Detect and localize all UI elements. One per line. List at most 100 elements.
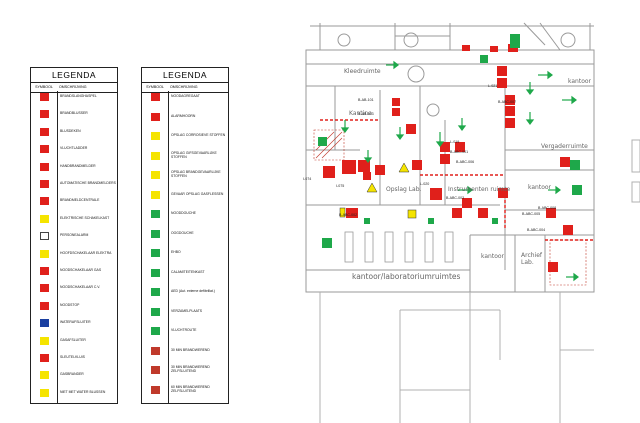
legend-row: HOOFDSCHAKELAAR ELEKTRA [31, 249, 117, 259]
equipment-tag: I-074 [303, 177, 312, 181]
legend-description: NOODDOUCHE [171, 211, 196, 216]
legend-symbol [35, 266, 53, 276]
legend-symbol [146, 170, 164, 180]
legend-row: NOODSCHAKELAAR C.V. [31, 283, 117, 293]
fire-panel-icon [39, 197, 49, 206]
column-description: OMSCHRIJVING [59, 85, 87, 89]
assembly-point-icon [150, 307, 160, 316]
legend-symbol [146, 151, 164, 161]
equipment-tag: B-ABC-005 [522, 212, 541, 216]
column-symbol: SYMBOOL [146, 85, 164, 89]
legend-row: OPSLAG BRANDGEVAARLIJKE STOFFEN [142, 170, 228, 180]
legend-title: LEGENDA [142, 68, 228, 83]
legend-row: GEVAAR OPSLAG GASFLESSEN [142, 190, 228, 200]
legend-symbol [35, 318, 53, 328]
legend-column-divider [168, 91, 169, 403]
legend-symbol [35, 144, 53, 154]
legend-row: 60 MIN BRANDWEREND ZELFSLUITEND [142, 385, 228, 395]
equipment-tag: B-ABC-001 [450, 150, 469, 154]
legend-description: NOODAGREGAAT [171, 94, 200, 99]
heating-emergency-switch-icon [39, 284, 49, 293]
room-label: Opslag Lab. [386, 186, 422, 193]
legend-symbol [146, 112, 164, 122]
legend-row: BRANDBLUSSER [31, 109, 117, 119]
legend-row: EHBO [142, 248, 228, 258]
personal-alarm-icon [39, 232, 49, 241]
round-tables [337, 32, 576, 117]
no-water-icon [39, 388, 49, 397]
legend-row: 30 MIN BRANDWEREND [142, 346, 228, 356]
legend-row: VERZAMELPLAATS [142, 307, 228, 317]
equipment-tag: B-AB-103 [358, 112, 374, 116]
fire-resistant-30-self-closing-icon [150, 366, 160, 374]
legend-symbol [146, 131, 164, 141]
legend-description: OPSLAG GIFSGEVAARLIJKE STOFFEN [171, 150, 217, 159]
legend-description: OOGDOUCHE [171, 230, 194, 235]
legend-description: GASBRANDER [60, 372, 84, 377]
lab-tables [344, 231, 454, 263]
legend-row: AED (Aut. externe defibrillat.) [142, 287, 228, 297]
legend-description: GASAFSLUITER [60, 337, 86, 342]
legend-row: NOODSCHAKELAAR GAS [31, 266, 117, 276]
alarm-horn-icon [150, 112, 160, 121]
gas-shutoff-icon [39, 336, 49, 345]
legend-symbol [35, 249, 53, 259]
legend-symbol [35, 127, 53, 137]
room-label: Vergaderruimte [541, 143, 588, 150]
legend-row: SLEUTELKLUIS [31, 353, 117, 363]
legend-symbol [146, 190, 164, 200]
legend-description: GEVAAR OPSLAG GASFLESSEN [171, 191, 224, 196]
room-label: Kantine [349, 110, 372, 117]
legend-symbol [35, 179, 53, 189]
legend-description: HANDBRANDMELDER [60, 163, 96, 168]
legend-description: NOODSCHAKELAAR GAS [60, 268, 102, 273]
flammable-storage-icon [150, 171, 160, 179]
legend-row: WATERAFSLUITER [31, 318, 117, 328]
fire-resistant-30-icon [150, 346, 160, 355]
legend-row: NIET MET WATER BLUSSEN [31, 388, 117, 398]
equipment-tag: L-021 [488, 84, 498, 88]
legend-row: NOODDOUCHE [142, 209, 228, 219]
corrosive-storage-icon [150, 132, 160, 140]
manual-call-point-icon [39, 162, 49, 171]
fire-extinguisher-icon [39, 110, 49, 119]
equipment-tag: B-ABC-002 [339, 213, 358, 217]
legend-row: HANDBRANDMELDER [31, 162, 117, 172]
legend-row: BLUSDEKEN [31, 127, 117, 137]
equipment-tag: B-ABC-004 [527, 228, 546, 232]
legend-column-headers: SYMBOOL OMSCHRIJVING [142, 83, 228, 93]
legend-description: OPSLAG BRANDGEVAARLIJKE STOFFEN [171, 170, 221, 178]
legend-column-divider [57, 91, 58, 403]
electrical-cabinet-icon [39, 214, 49, 223]
legend-description: OPSLAG CORROSIEVE STOFFEN [171, 133, 226, 138]
legend-row: BRANDSLANGHASPEL [31, 92, 117, 102]
legend-symbol [35, 370, 53, 380]
legend-symbol [35, 336, 53, 346]
first-aid-icon [150, 249, 160, 257]
column-symbol: SYMBOOL [35, 85, 53, 89]
room-label: kantoor [528, 184, 552, 191]
legend-row: NOODAGREGAAT [142, 92, 228, 102]
legend-symbol [146, 346, 164, 356]
legend-description: 30 MIN BRANDWEREND [171, 347, 210, 352]
emergency-cabinet-icon [150, 268, 160, 277]
legend-row: OOGDOUCHE [142, 229, 228, 239]
room-label: kantoor [568, 78, 592, 85]
escape-route-arrows [340, 60, 579, 282]
legend-description: ELEKTRISCHE SCHAKELKAST [60, 215, 110, 220]
room-label: Kleedruimte [344, 68, 381, 75]
automatic-detector-icon [39, 180, 49, 188]
equipment-tag: L-020 [420, 182, 430, 186]
gas-cylinder-icon [150, 190, 160, 199]
emergency-stop-icon [39, 301, 49, 310]
equipment-tag: B-ABC-007 [498, 100, 517, 104]
fire-resistant-walls [320, 119, 594, 241]
legend-symbol [146, 307, 164, 317]
room-label: kantoor [481, 253, 505, 260]
escape-ladder-icon [39, 145, 49, 154]
legend-description: BRANDSLANGHASPEL [60, 94, 97, 99]
eye-shower-icon [150, 229, 160, 238]
legend-description: AUTOMATISCHE BRANDMELDERS [60, 181, 116, 186]
legend-title: LEGENDA [31, 68, 117, 83]
toxic-storage-icon [150, 151, 160, 160]
